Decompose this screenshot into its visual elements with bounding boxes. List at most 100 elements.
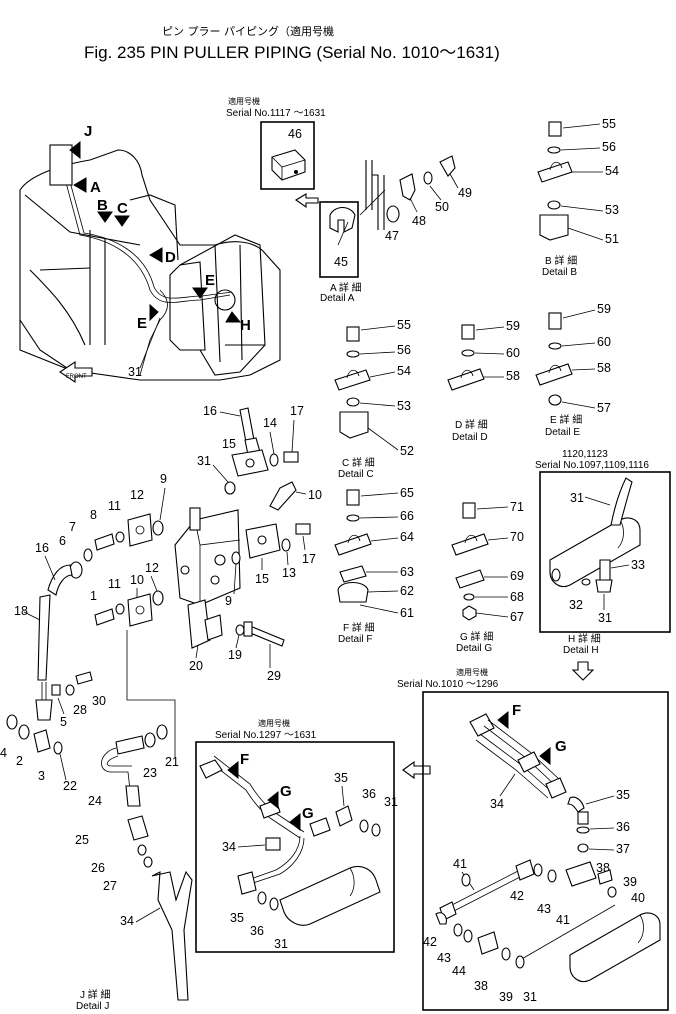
callout-15: 15 — [255, 572, 269, 586]
callout-3: 3 — [38, 769, 45, 783]
callout-23: 23 — [143, 766, 157, 780]
callout-69: 69 — [510, 569, 524, 583]
s1117-serial: Serial No.1117 ～1631 — [226, 108, 326, 119]
callout-4: 4 — [0, 746, 7, 760]
svg-text:Detail C: Detail C — [338, 469, 374, 480]
detail-f: 65 66 64 63 62 61 F 詳 細 Detail F — [334, 486, 414, 645]
arrow-h-icon — [225, 311, 242, 323]
arrow-to-1297-icon — [402, 760, 431, 780]
callout-43: 43 — [437, 951, 451, 965]
callout-9: 9 — [160, 472, 167, 486]
detail-g: 71 70 69 68 67 G 詳 細 Detail G — [451, 500, 524, 654]
svg-text:E 詳 細: E 詳 細 — [550, 413, 582, 426]
callout-13: 13 — [282, 566, 296, 580]
svg-text:1120,1123: 1120,1123 — [562, 449, 608, 460]
callout-71: 71 — [510, 500, 524, 514]
callout-17: 17 — [290, 404, 304, 418]
detail-1297-frame — [195, 741, 395, 953]
callout-9: 9 — [225, 594, 232, 608]
letter-a: A — [90, 179, 101, 196]
callout-61: 61 — [400, 606, 414, 620]
callout-1: 1 — [90, 589, 97, 603]
callout-56: 56 — [397, 343, 411, 357]
arrow-h-down-icon — [571, 661, 595, 681]
valve-left-parts: 9 12 11 8 7 6 16 — [35, 472, 167, 596]
callout-35: 35 — [334, 771, 348, 785]
callout-52: 52 — [400, 444, 414, 458]
callout-46: 46 — [288, 127, 302, 141]
svg-text:Detail H: Detail H — [563, 645, 599, 656]
callout-16: 16 — [203, 404, 217, 418]
part-46-box — [260, 121, 315, 190]
detail-1010-frame — [422, 691, 669, 1011]
detail-a: 適用号機 Serial No.1117 ～1631 46 45 47 48 50… — [226, 96, 472, 304]
callout-64: 64 — [400, 530, 414, 544]
callout-56: 56 — [602, 140, 616, 154]
callout-42: 42 — [510, 889, 524, 903]
arrow-c-icon — [114, 215, 130, 227]
lower-left-parts: 30 28 5 4 2 3 22 — [0, 671, 106, 793]
callout-49: 49 — [458, 186, 472, 200]
callout-55: 55 — [397, 318, 411, 332]
svg-text:適用号機: 適用号機 — [258, 718, 290, 728]
callout-16: 16 — [35, 541, 49, 555]
callout-34: 34 — [222, 840, 236, 854]
callout-53: 53 — [397, 399, 411, 413]
callout-2: 2 — [16, 754, 23, 768]
svg-text:Detail E: Detail E — [545, 427, 580, 438]
callout-60: 60 — [506, 346, 520, 360]
detail-b: 55 56 54 53 51 B 詳 細 Detail B — [537, 117, 619, 278]
svg-text:Serial No.1297 ～1631: Serial No.1297 ～1631 — [215, 730, 317, 741]
callout-68: 68 — [510, 590, 524, 604]
callout-31-machine: 31 — [128, 365, 142, 379]
svg-text:Detail F: Detail F — [338, 634, 372, 645]
callout-14: 14 — [263, 416, 277, 430]
callout-58: 58 — [506, 369, 520, 383]
callout-58: 58 — [597, 361, 611, 375]
callout-12: 12 — [130, 488, 144, 502]
callout-53: 53 — [605, 203, 619, 217]
callout-24: 24 — [88, 794, 102, 808]
callout-59: 59 — [506, 319, 520, 333]
callout-57: 57 — [597, 401, 611, 415]
callout-37: 37 — [616, 842, 630, 856]
callout-31: 31 — [523, 990, 537, 1004]
arrow-e-upper-icon — [192, 287, 208, 299]
callout-36: 36 — [250, 924, 264, 938]
arrow-a-icon — [73, 177, 87, 193]
valve-lower-left: 10 12 11 1 18 — [14, 561, 164, 681]
detail-e: 59 60 58 57 E 詳 細 Detail E — [535, 302, 611, 438]
callout-25: 25 — [75, 833, 89, 847]
machine-overview — [19, 144, 281, 381]
callout-31: 31 — [598, 611, 612, 625]
callout-7: 7 — [69, 520, 76, 534]
callout-66: 66 — [400, 509, 414, 523]
callout-40: 40 — [631, 891, 645, 905]
svg-text:Detail A: Detail A — [320, 293, 355, 304]
view-letters: J A B C D E E H — [69, 123, 251, 334]
callout-63: 63 — [400, 565, 414, 579]
callout-47: 47 — [385, 229, 399, 243]
arrow-j-icon — [69, 140, 81, 160]
svg-text:F: F — [512, 702, 521, 719]
svg-text:Detail D: Detail D — [452, 432, 488, 443]
part-45-box — [319, 201, 359, 278]
svg-text:Detail G: Detail G — [456, 643, 492, 654]
arrow-d-icon — [149, 247, 163, 263]
svg-text:G: G — [280, 783, 292, 800]
letter-c: C — [117, 200, 128, 217]
callout-65: 65 — [400, 486, 414, 500]
svg-text:G 詳 細: G 詳 細 — [460, 630, 493, 643]
callout-12: 12 — [145, 561, 159, 575]
callout-20: 20 — [189, 659, 203, 673]
letter-e-upper: E — [205, 272, 215, 289]
figure-title: Fig. 235 PIN PULLER PIPING (Serial No. 1… — [84, 43, 500, 62]
letter-j: J — [84, 123, 92, 140]
callout-44: 44 — [452, 964, 466, 978]
valve-right-parts: 17 13 15 9 — [225, 523, 316, 608]
arrow-detail-a-icon — [294, 193, 319, 209]
valve-assembly: 16 17 14 15 31 10 — [197, 404, 322, 511]
letter-b: B — [97, 197, 108, 214]
valve-bottom: 20 19 29 — [189, 621, 285, 683]
